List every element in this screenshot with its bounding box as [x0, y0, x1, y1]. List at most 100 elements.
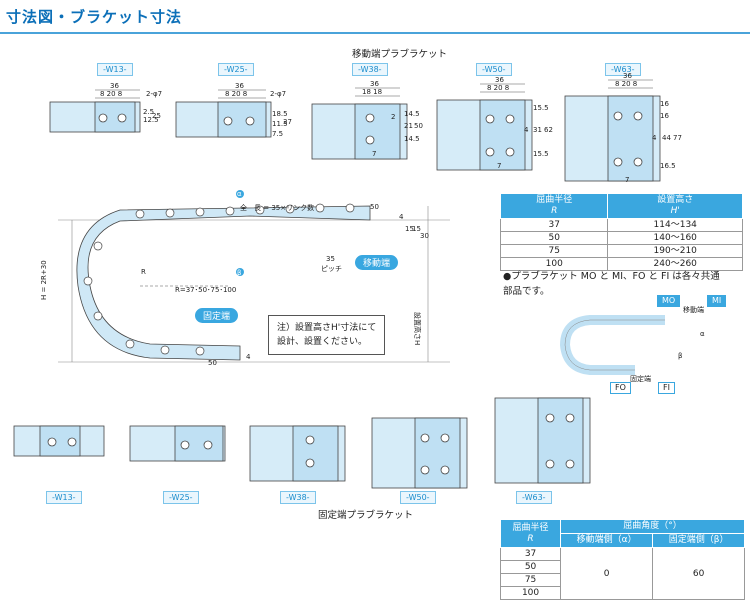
mini-beta: β	[678, 352, 683, 360]
pitch-value: 35	[326, 255, 335, 263]
top-brackets-drawing	[49, 79, 661, 182]
fi-chip: FI	[658, 382, 675, 394]
dim-w13-side-a: 2.5	[143, 108, 155, 116]
pitch-label: ピッチ	[321, 265, 342, 273]
dim-w38-split: 18 18	[362, 88, 383, 96]
fo-chip: FO	[610, 382, 631, 394]
bottom-section-title: 固定端プラブラケット	[318, 510, 414, 521]
dim-w13-holes: 2-φ7	[146, 90, 163, 98]
tag-w38-bottom: -W38-	[280, 491, 316, 504]
dim-w38-side-f: 7	[372, 150, 377, 158]
alpha-value: 0	[560, 547, 654, 600]
dim-w25-side-b: 11.5	[272, 120, 288, 128]
dim-30: 30	[420, 232, 429, 240]
total-length-label: 全 長 = 35×リンク数	[240, 204, 315, 212]
dim-w50-side-f: 7	[497, 162, 502, 170]
mini-alpha: α	[700, 330, 705, 338]
tag-w50-top: -W50-	[476, 63, 512, 76]
top-section-title: 移動端プラブラケット	[352, 49, 448, 60]
angle-th-beta: 固定端側（β）	[652, 533, 745, 548]
note-line-2: 設計、設置ください。	[277, 337, 368, 347]
dim-w63-side-f: 4	[652, 134, 657, 142]
dim-w63-side-e: 16.5	[660, 162, 676, 170]
dim-w63-split: 8 20 8	[615, 80, 638, 88]
dim-w25-side-a: 18.5	[272, 110, 288, 118]
tag-w38-top: -W38-	[352, 63, 388, 76]
r-mark: R	[141, 268, 146, 276]
dim-w25-side-c: 7.5	[272, 130, 284, 138]
angle-th-angle: 屈曲角度（°）	[560, 519, 745, 534]
dim-w50-side-b: 31	[533, 126, 542, 134]
dim-w25-split: 8 20 8	[225, 90, 248, 98]
dim-w50-split: 8 20 8	[487, 84, 510, 92]
h-formula: H = 2R+30	[40, 260, 48, 300]
dim-w63-side-b: 16	[660, 112, 669, 120]
tag-w25-top: -W25-	[218, 63, 254, 76]
dim-w13-side-b: 12.5	[143, 116, 159, 124]
dim-w50-width: 36	[495, 76, 504, 84]
bracket-note: ●プラブラケット MO と MI、FO と FI は各々共通 部品です。	[503, 269, 748, 299]
note-line-1: 注）設置高さH'寸法にて	[277, 323, 377, 333]
dim-w38-side-d: 50	[414, 122, 423, 130]
dim-w13-split: 8 20 8	[100, 90, 123, 98]
dim-w38-width: 36	[370, 80, 379, 88]
bottom-brackets-drawing	[13, 397, 591, 489]
chain-diagram	[58, 190, 450, 363]
dim-w50-side-d: 62	[544, 126, 553, 134]
dim-w63-side-c: 44	[662, 134, 671, 142]
tag-w25-bottom: -W25-	[163, 491, 199, 504]
table-row: 100	[499, 586, 745, 600]
tag-w63-bottom: -W63-	[516, 491, 552, 504]
angle-th-alpha: 移動端側（α）	[560, 533, 654, 548]
dim-w50-side-c: 4	[524, 126, 529, 134]
dim-w63-side-g: 7	[625, 176, 630, 184]
dim-15-b: 15	[412, 225, 421, 233]
title-rule	[0, 32, 750, 34]
dim-w63-side-a: 16	[660, 100, 669, 108]
dim-w13-side-c: 25	[152, 112, 161, 120]
page-title: 寸法図・ブラケット寸法	[6, 8, 183, 26]
dim-w50-side-e: 15.5	[533, 150, 549, 158]
mi-chip: MI	[707, 295, 727, 307]
pitch-marker-top	[236, 190, 244, 198]
dim-w38-side-a: 2	[391, 113, 396, 121]
install-note: 注）設置高さH'寸法にて 設計、設置ください。	[268, 315, 386, 355]
bracket-note-line-1: ●プラブラケット MO と MI、FO と FI は各々共通	[503, 271, 720, 282]
tag-w13-bottom: -W13-	[46, 491, 82, 504]
chain-body	[76, 205, 371, 361]
dim-w38-side-e: 14.5	[404, 135, 420, 143]
marker-alpha: α	[237, 190, 242, 198]
dim-w25-width: 36	[235, 82, 244, 90]
tag-w13-top: -W13-	[97, 63, 133, 76]
mini-chain-diagram	[559, 315, 665, 375]
moving-end-label: 移動端	[355, 255, 399, 270]
install-height-label: 設置高さH	[413, 312, 421, 346]
dim-4-top: 4	[399, 213, 404, 221]
bracket-note-line-2: 部品です。	[503, 286, 550, 297]
dim-w50-side-a: 15.5	[533, 104, 549, 112]
dim-4-bottom: 4	[246, 353, 251, 361]
fixed-end-label: 固定端	[195, 308, 239, 323]
dim-w63-width: 36	[623, 72, 632, 80]
dim-w38-side-b: 21	[404, 122, 413, 130]
mini-fixed-label: 固定端	[630, 375, 651, 383]
dim-w13-width: 36	[110, 82, 119, 90]
mini-moving-label: 移動端	[683, 306, 704, 314]
dim-15-a: 15	[405, 225, 414, 233]
dim-50-top: 50	[370, 203, 379, 211]
mo-chip: MO	[657, 295, 681, 307]
tag-w63-top: -W63-	[605, 63, 641, 76]
r-values: R=37･50･75･100	[175, 286, 237, 294]
beta-value: 60	[652, 547, 745, 600]
dim-w25-holes: 2-φ7	[270, 90, 287, 98]
